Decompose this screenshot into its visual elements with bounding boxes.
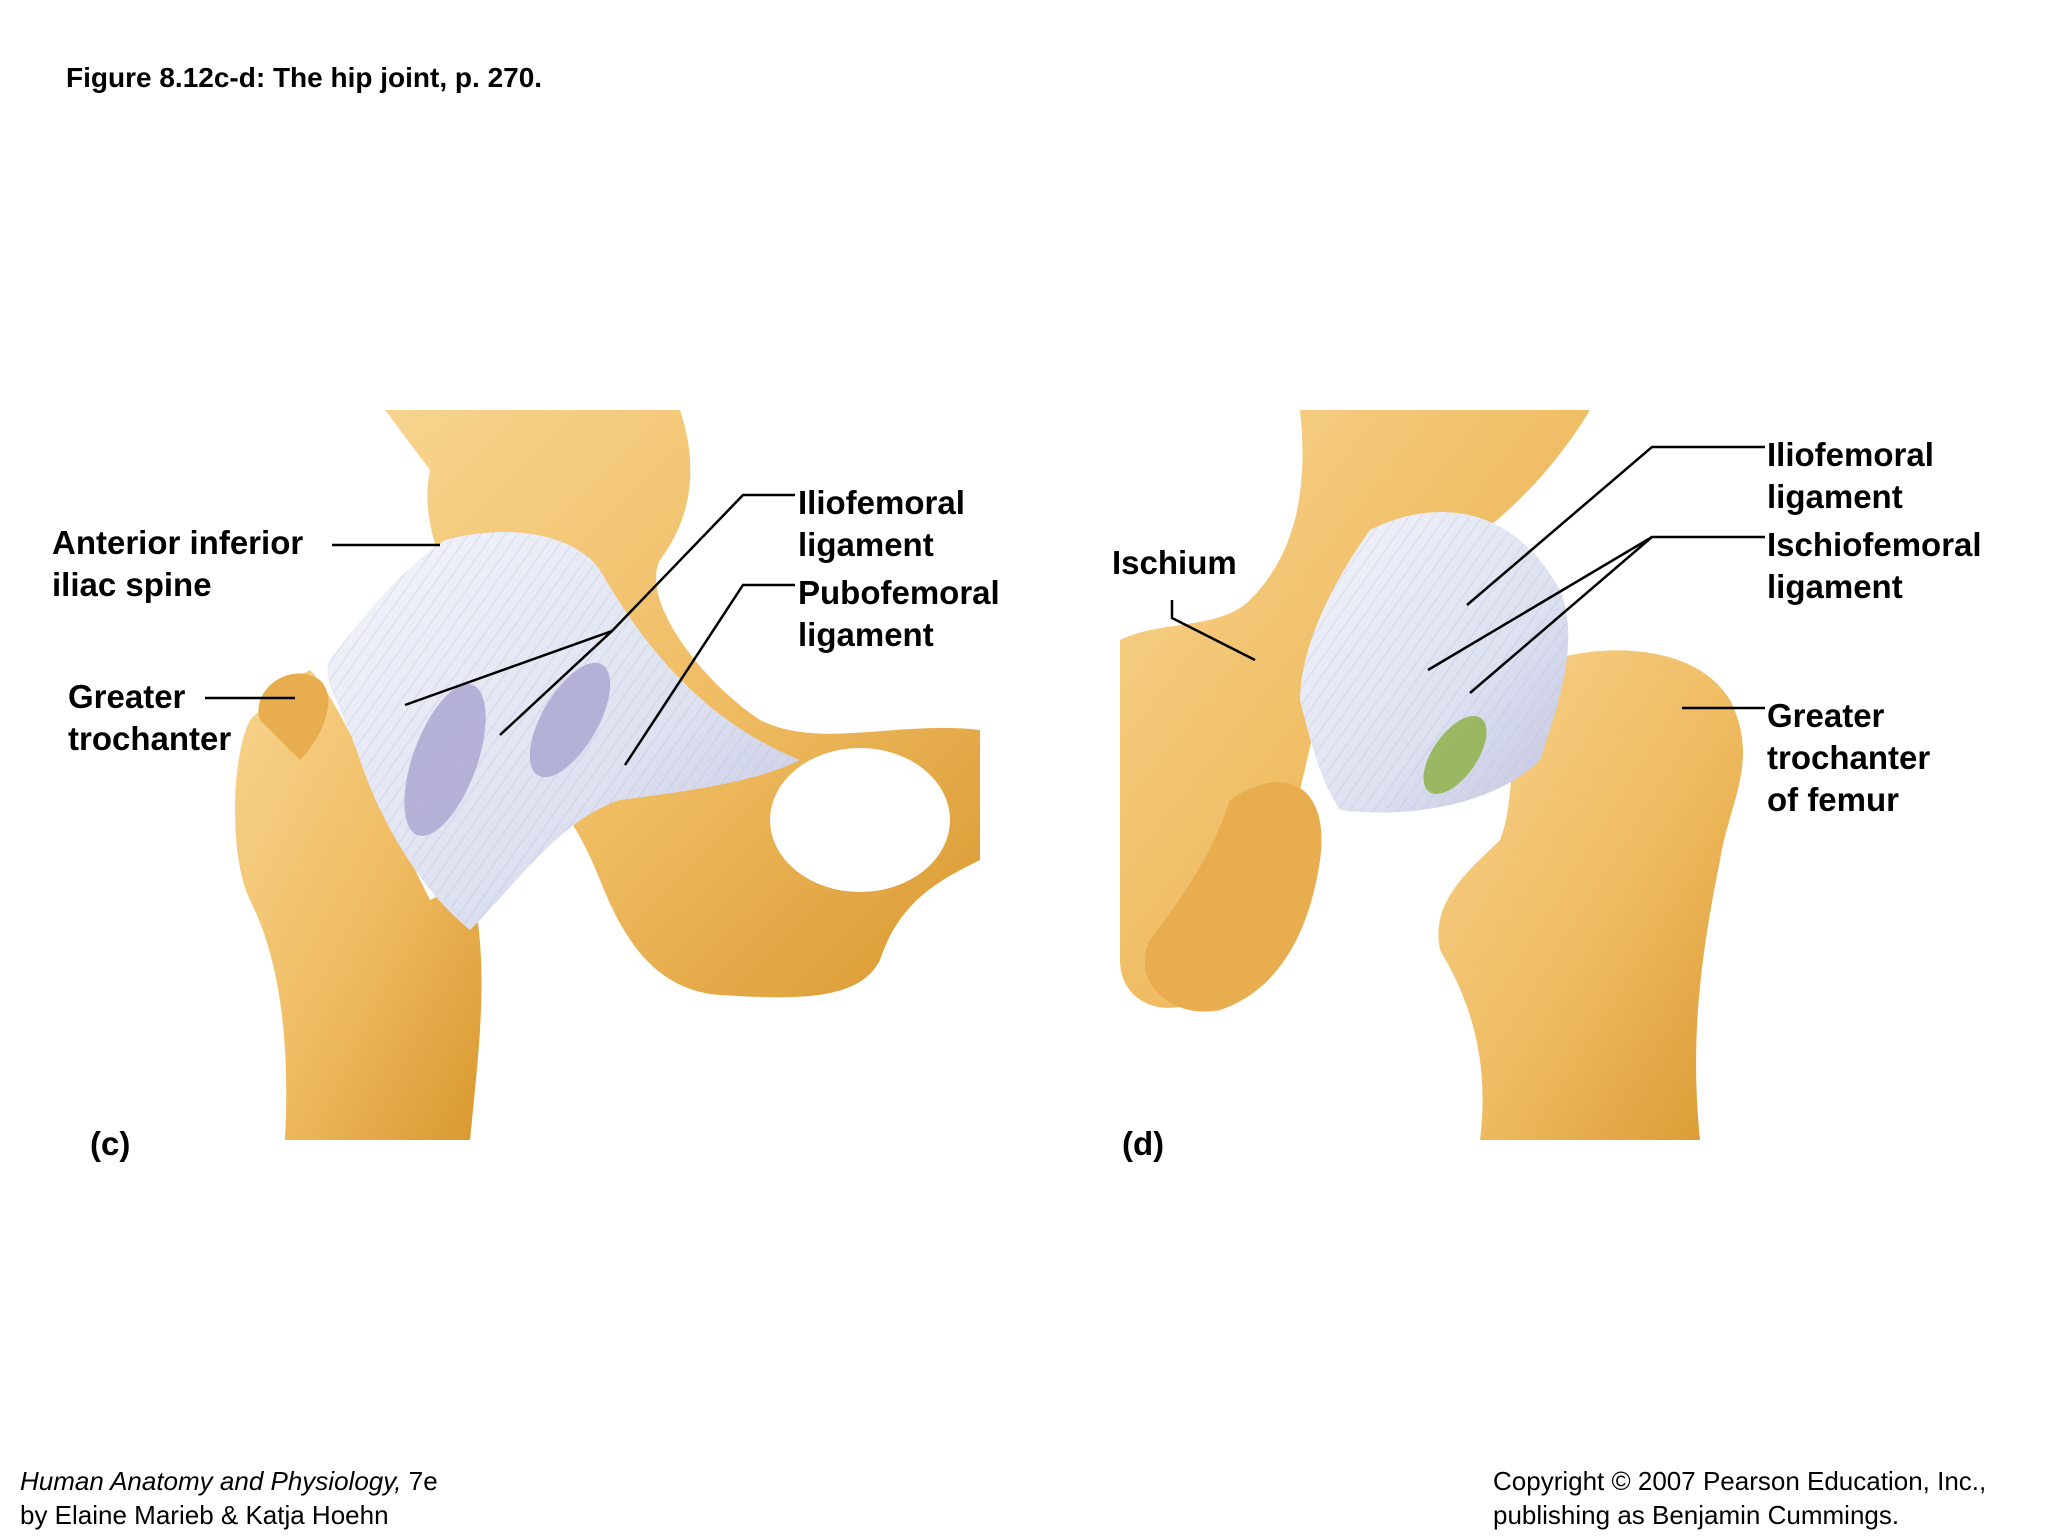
label-line: ligament (798, 526, 934, 563)
label-line: ligament (798, 616, 934, 653)
footer-book-title: Human Anatomy and Physiology, (20, 1466, 402, 1496)
footer-copyright-line1: Copyright © 2007 Pearson Education, Inc.… (1493, 1466, 1987, 1496)
label-line: Pubofemoral (798, 574, 1000, 611)
footer-copyright-line2: publishing as Benjamin Cummings. (1493, 1500, 1900, 1530)
footer-copyright: Copyright © 2007 Pearson Education, Inc.… (1493, 1464, 1986, 1532)
leader-ischiofemoral-d-2 (1469, 536, 1653, 694)
leader-iliofemoral-c-2 (499, 630, 613, 736)
label-greater-trochanter-c: Greater trochanter (68, 676, 231, 760)
label-greater-trochanter-of-femur: Greater trochanter of femur (1767, 695, 1930, 821)
leader-iliofemoral-c-1 (404, 493, 795, 707)
label-line: of femur (1767, 781, 1899, 818)
footer-book-citation: Human Anatomy and Physiology, 7e by Elai… (20, 1464, 438, 1532)
leader-lines (205, 445, 1765, 766)
obturator-foramen-c (770, 748, 950, 892)
figure-title: Figure 8.12c-d: The hip joint, p. 270. (66, 62, 543, 93)
label-line: Anterior inferior (52, 524, 304, 561)
label-line: ligament (1767, 478, 1903, 515)
label-pubofemoral-ligament-c: Pubofemoral ligament (798, 572, 1000, 656)
panel-d-art (1120, 410, 1743, 1140)
label-line: trochanter (68, 720, 232, 757)
label-iliofemoral-ligament-c: Iliofemoral ligament (798, 482, 965, 566)
leader-pubofemoral-c (623, 583, 795, 766)
panel-d-letter: (d) (1122, 1125, 1165, 1162)
label-line: Greater (68, 678, 186, 715)
ischium-loop-d (1144, 782, 1322, 1012)
label-ischium: Ischium (1112, 544, 1237, 581)
label-line: ligament (1767, 568, 1903, 605)
label-ischiofemoral-ligament-d: Ischiofemoral ligament (1767, 524, 1982, 608)
panel-c-letter: (c) (90, 1125, 131, 1162)
label-line: Greater (1767, 697, 1885, 734)
label-line: trochanter (1767, 739, 1931, 776)
greater-trochanter-c (258, 673, 329, 760)
label-line: Iliofemoral (1767, 436, 1934, 473)
leader-iliofemoral-d (1466, 445, 1765, 606)
label-anterior-inferior-iliac-spine: Anterior inferior iliac spine (52, 522, 303, 606)
leader-ischium-d (1170, 600, 1256, 662)
label-iliofemoral-ligament-d: Iliofemoral ligament (1767, 434, 1934, 518)
label-line: iliac spine (52, 566, 212, 603)
panel-c-art (235, 410, 980, 1140)
label-line: Iliofemoral (798, 484, 965, 521)
label-line: Ischiofemoral (1767, 526, 1982, 563)
footer-edition: 7e (401, 1466, 438, 1496)
footer-authors: by Elaine Marieb & Katja Hoehn (20, 1500, 389, 1530)
femur-shaft-c (235, 670, 482, 1140)
